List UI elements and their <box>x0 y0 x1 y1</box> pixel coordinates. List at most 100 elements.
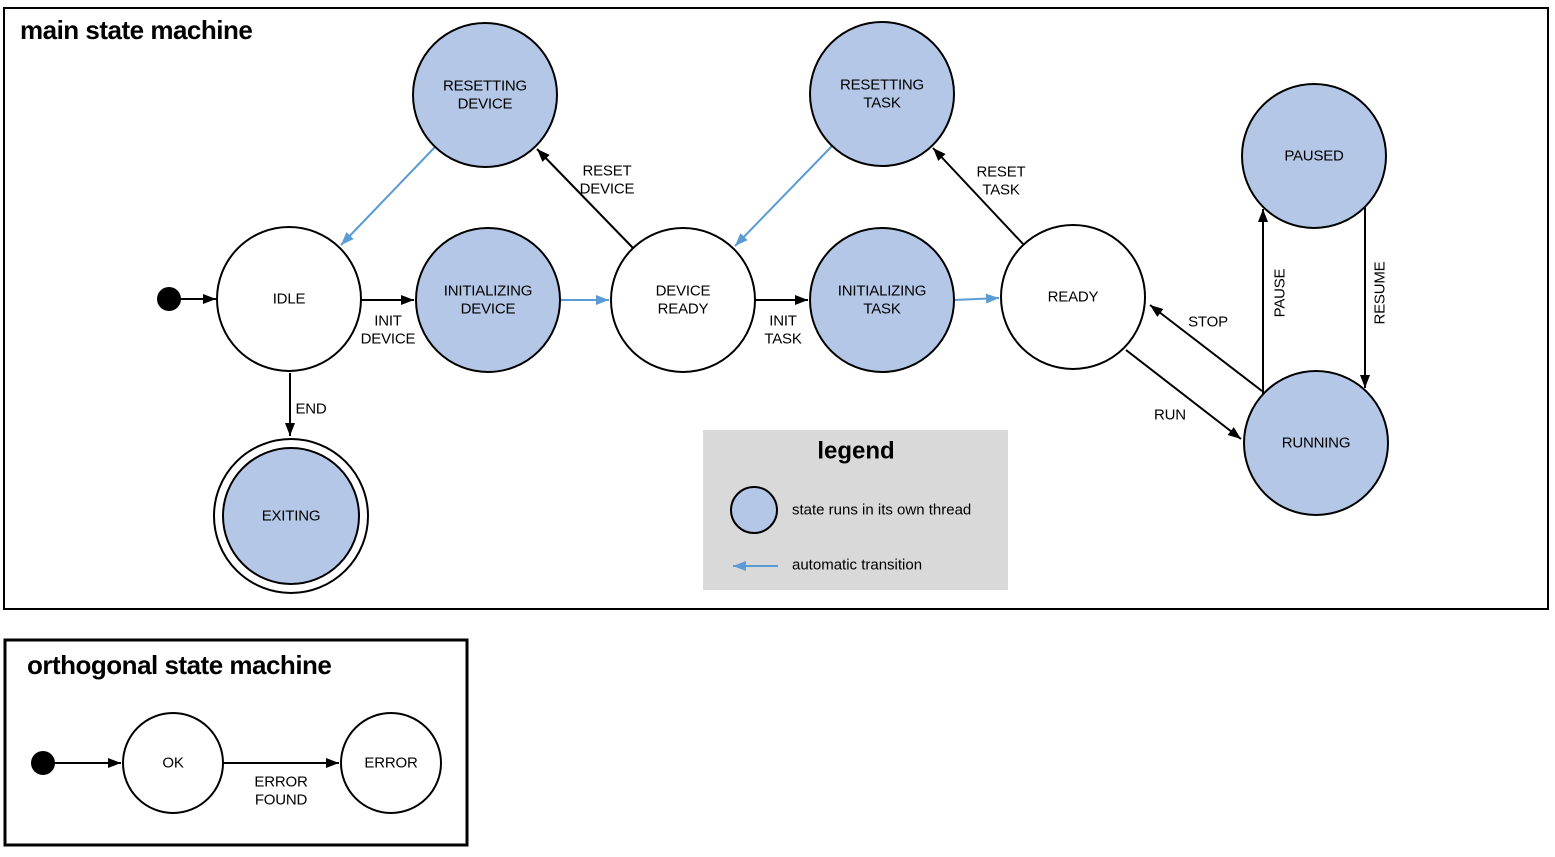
transition-pause-label: PAUSE <box>1272 268 1289 317</box>
transition-stop-label: STOP <box>1188 314 1228 331</box>
transition-pause: PAUSE <box>1258 209 1289 394</box>
state-initializing-task-circle <box>809 227 955 373</box>
transition-end: END <box>285 373 327 436</box>
legend-title: legend <box>817 438 894 465</box>
initial-state-marker-orthogonal <box>31 751 55 775</box>
state-device-ready-label: DEVICE <box>656 283 711 300</box>
state-initializing-task-label: TASK <box>863 301 900 318</box>
transition-error-found-label: ERROR <box>254 774 308 791</box>
legend-item-threaded-state: state runs in its own thread <box>730 486 971 534</box>
machine-orthogonal-frame <box>3 638 469 847</box>
state-ready: READY <box>1000 224 1146 370</box>
state-paused-label: PAUSED <box>1284 148 1344 165</box>
transition-end-label: END <box>295 401 326 418</box>
state-exiting-circle <box>222 447 360 585</box>
transition-stop-line <box>1149 304 1263 392</box>
legend-threaded-state-swatch <box>730 486 778 534</box>
transition-reset-device-label: RESET <box>582 163 631 180</box>
state-error-label: ERROR <box>364 755 418 772</box>
state-resetting-task-circle <box>809 21 955 167</box>
machine-main: main state machineINITDEVICERESETDEVICEI… <box>3 7 1549 610</box>
transition-error-found-arrowhead <box>326 758 339 768</box>
state-ok-label: OK <box>162 755 183 772</box>
transition-init-task-label: INIT <box>769 313 797 330</box>
transition-stop-arrowhead <box>1150 305 1164 317</box>
transition-run-arrowhead <box>1227 427 1241 439</box>
transition-start-to-ok-arrowhead <box>108 758 121 768</box>
state-resetting-task-label: TASK <box>863 95 900 112</box>
state-ready-circle <box>1000 224 1146 370</box>
initial-state-marker-main <box>157 287 181 311</box>
transition-reset-device-arrowhead <box>537 149 550 162</box>
transition-resume-arrowhead <box>1360 375 1370 388</box>
state-resetting-task-label: RESETTING <box>840 77 924 94</box>
state-idle-label: IDLE <box>273 291 306 308</box>
transition-stop: STOP <box>1149 304 1263 392</box>
transition-auto-initializing-device-to-device-ready-arrowhead <box>596 295 609 305</box>
transition-init-task-label: TASK <box>764 331 801 348</box>
transition-end-arrowhead <box>285 423 295 436</box>
transition-auto-resetting-task-to-device-ready-arrowhead <box>735 233 748 246</box>
transition-auto-resetting-device-to-idle <box>340 146 436 246</box>
legend-item-auto-transition: automatic transition <box>733 557 922 574</box>
state-resetting-device-label: DEVICE <box>458 96 513 113</box>
transition-init-device-arrowhead <box>401 295 414 305</box>
transition-run: RUN <box>1125 349 1242 440</box>
state-running-circle <box>1243 370 1389 516</box>
state-paused-circle <box>1241 83 1387 229</box>
transition-auto-resetting-task-to-device-ready-line <box>734 145 833 247</box>
state-device-ready-label: READY <box>658 301 709 318</box>
transition-start-to-idle-arrowhead <box>203 294 216 304</box>
state-exiting-label: EXITING <box>262 508 321 525</box>
transition-init-task-arrowhead <box>795 295 808 305</box>
transition-auto-resetting-device-to-idle-line <box>340 146 436 246</box>
transition-resume-label: RESUME <box>1372 261 1389 324</box>
transition-reset-task-label: RESET <box>976 164 1025 181</box>
transition-reset-device-label: DEVICE <box>580 181 635 198</box>
legend-item-threaded-state-label: state runs in its own thread <box>792 502 971 519</box>
state-running-label: RUNNING <box>1282 435 1351 452</box>
state-exiting: EXITING <box>213 438 369 594</box>
transition-auto-initializing-task-to-ready <box>953 293 1000 304</box>
transition-pause-arrowhead <box>1258 209 1268 222</box>
state-ready-label: READY <box>1048 289 1099 306</box>
transition-auto-resetting-task-to-device-ready <box>734 145 833 247</box>
state-idle: IDLE <box>216 226 362 372</box>
machine-orthogonal-title: orthogonal state machine <box>27 650 331 680</box>
state-initializing-task-label: INITIALIZING <box>838 283 926 300</box>
state-paused: PAUSED <box>1241 83 1387 229</box>
state-device-ready-circle <box>610 227 756 373</box>
legend-item-auto-transition-label: automatic transition <box>792 557 922 574</box>
state-error-circle <box>340 712 442 814</box>
machine-main-title: main state machine <box>20 15 252 45</box>
transition-start-to-idle <box>181 294 216 304</box>
state-initializing-device-circle <box>415 227 561 373</box>
transition-reset-task-arrowhead <box>933 148 946 161</box>
state-resetting-device-circle <box>412 22 558 168</box>
transition-start-to-ok <box>55 758 121 768</box>
transition-run-line <box>1125 349 1242 440</box>
state-running: RUNNING <box>1243 370 1389 516</box>
transition-auto-initializing-device-to-device-ready <box>560 295 609 305</box>
transition-auto-initializing-task-to-ready-arrowhead <box>985 293 999 304</box>
state-idle-circle <box>216 226 362 372</box>
transition-resume: RESUME <box>1360 207 1389 388</box>
transition-error-found-label: FOUND <box>255 792 308 809</box>
transition-run-label: RUN <box>1154 407 1186 424</box>
state-ok-circle <box>122 712 224 814</box>
machine-main-frame <box>3 7 1549 610</box>
transition-reset-device-line <box>536 148 634 249</box>
transition-init-device-label: INIT <box>374 313 402 330</box>
state-error: ERROR <box>340 712 442 814</box>
